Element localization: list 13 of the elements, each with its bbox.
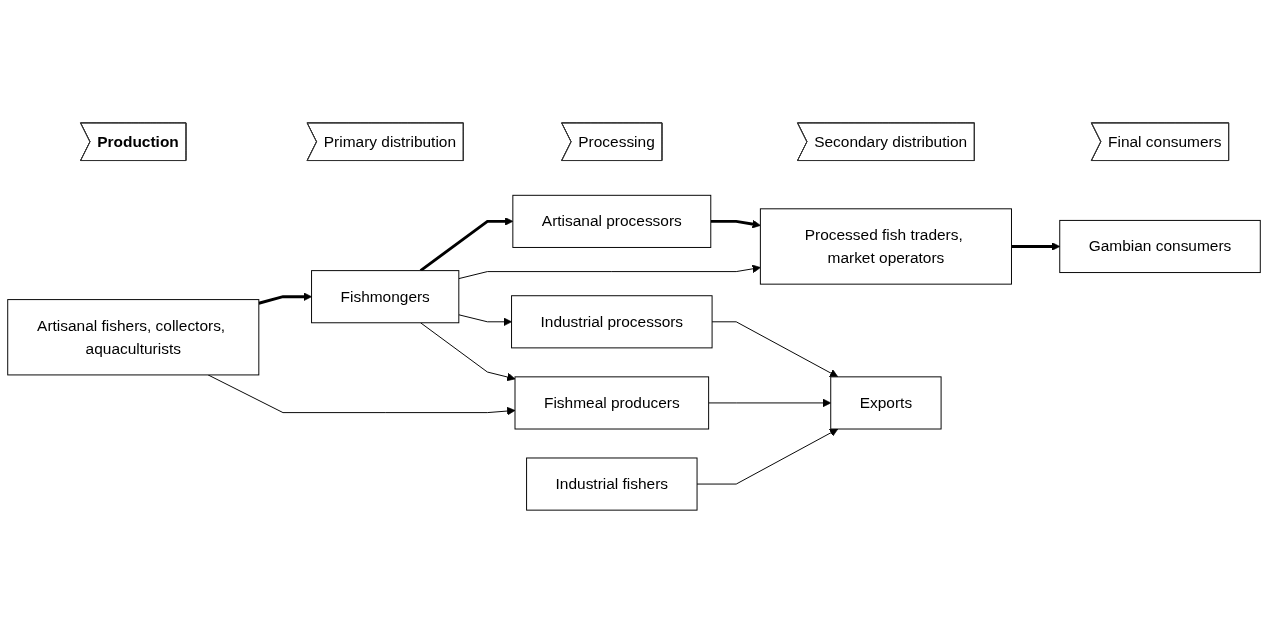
arrow xyxy=(258,292,312,305)
node-box: Industrial fishers xyxy=(526,457,698,511)
node-box: Exports xyxy=(830,376,942,430)
node-box: Fishmongers xyxy=(311,270,460,324)
arrow xyxy=(710,219,761,229)
node-box: Artisanal processors xyxy=(512,194,712,248)
arrow xyxy=(419,217,514,272)
node-box: Gambian consumers xyxy=(1059,219,1261,274)
node-box: Fishmeal producers xyxy=(514,376,710,430)
node-box: Industrial processors xyxy=(511,295,713,349)
node-box: Processed fish traders, market operators xyxy=(759,208,1012,285)
arrow xyxy=(1011,242,1061,251)
node-box: Artisanal fishers, collectors, aquaculturists xyxy=(7,299,260,376)
